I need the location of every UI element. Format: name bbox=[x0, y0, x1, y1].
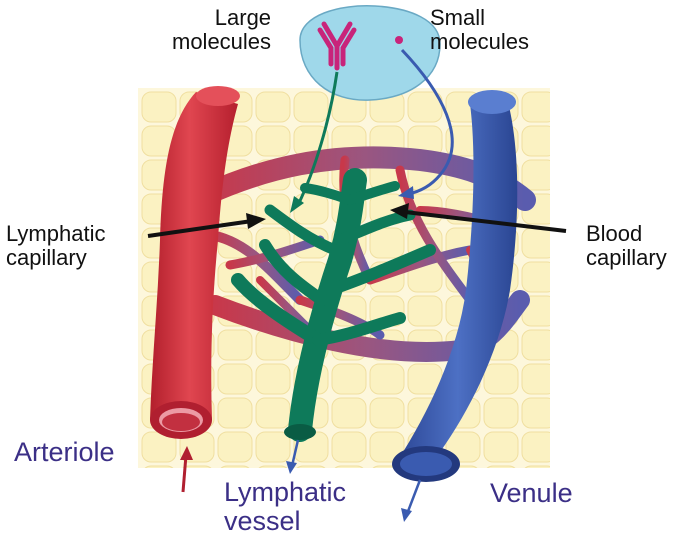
tissue-cell bbox=[255, 397, 291, 429]
venule-label: Venule bbox=[490, 478, 573, 508]
lymphatic-vessel-label-line2: vessel bbox=[224, 506, 301, 537]
blood-capillary-label-line2: capillary bbox=[586, 244, 667, 270]
tissue-cell bbox=[334, 465, 364, 468]
tissue-cell bbox=[521, 261, 550, 293]
tissue-cell bbox=[521, 227, 550, 259]
tissue-cell bbox=[331, 363, 367, 395]
small-molecule-arrow bbox=[398, 48, 454, 199]
lymph-outflow-arrow bbox=[286, 439, 300, 474]
lymphatic-capillary-label-line2: capillary bbox=[6, 244, 87, 270]
small-molecule-dot-icon bbox=[395, 36, 403, 44]
tissue-cell bbox=[483, 363, 519, 395]
tissue-cell bbox=[331, 397, 367, 429]
large-molecules-label: Large molecules bbox=[172, 6, 271, 54]
lymphatic-vessel-label: Lymphatic vessel bbox=[224, 477, 347, 537]
tissue-cell bbox=[217, 329, 253, 361]
tissue-cell bbox=[296, 465, 326, 468]
lymphatic-network bbox=[231, 168, 436, 442]
tissue-cell bbox=[217, 363, 253, 395]
tissue-cell bbox=[521, 159, 550, 191]
blood-capillary-label-line1: Blood bbox=[586, 221, 643, 246]
lymphatic-capillary-label-line1: Lymphatic bbox=[6, 221, 106, 246]
tissue-cell bbox=[331, 431, 367, 463]
tissue-cell bbox=[182, 465, 212, 468]
tissue-cell bbox=[483, 397, 519, 429]
arteriole-inflow-arrow bbox=[180, 446, 193, 493]
tissue-cell bbox=[255, 363, 291, 395]
tissue-cell bbox=[521, 91, 550, 123]
tissue-cell bbox=[486, 465, 516, 468]
lymphatic-vessel-label-line1: Lymphatic bbox=[224, 477, 347, 507]
small-molecules-label-line1: Small bbox=[430, 5, 486, 30]
tissue-cell bbox=[258, 465, 288, 468]
tissue-cell bbox=[521, 125, 550, 157]
large-molecules-label-line2: molecules bbox=[172, 28, 272, 54]
large-molecule-arrow bbox=[290, 71, 339, 213]
tissue-cell bbox=[144, 465, 174, 468]
tissue-cell bbox=[293, 91, 329, 123]
tissue-cell bbox=[141, 91, 177, 123]
large-molecules-label-line1: Large bbox=[214, 5, 272, 30]
molecule-bubble bbox=[299, 5, 441, 101]
venule-vessel bbox=[392, 90, 518, 482]
arteriole-label: Arteriole bbox=[14, 437, 115, 467]
tissue-cell bbox=[369, 431, 405, 463]
tissue-cell bbox=[255, 91, 291, 123]
tissue-cell bbox=[521, 431, 550, 463]
small-molecules-label-line2: molecules bbox=[430, 28, 530, 54]
tissue-cell bbox=[524, 465, 550, 468]
small-molecules-label: Small molecules bbox=[430, 6, 529, 54]
tissue-cell bbox=[369, 397, 405, 429]
tissue-cell bbox=[407, 295, 443, 327]
tissue-cell bbox=[255, 431, 291, 463]
tissue-cell bbox=[217, 431, 253, 463]
venule-outflow-arrow bbox=[401, 479, 422, 522]
tissue-cell bbox=[220, 465, 250, 468]
tissue-cell bbox=[369, 363, 405, 395]
tissue-cell bbox=[293, 193, 329, 225]
tissue-cell bbox=[521, 363, 550, 395]
blood-capillary-pointer bbox=[390, 203, 567, 233]
arteriole-vessel bbox=[150, 86, 240, 439]
tissue-cell bbox=[521, 329, 550, 361]
tissue-cell bbox=[255, 125, 291, 157]
tissue-cell bbox=[369, 227, 405, 259]
blood-capillary-label: Blood capillary bbox=[586, 222, 667, 270]
lymphatic-capillary-pointer bbox=[147, 213, 266, 238]
antibody-molecule-icon bbox=[317, 21, 357, 71]
tissue-cell bbox=[483, 431, 519, 463]
lymphatic-capillary-label: Lymphatic capillary bbox=[6, 222, 105, 270]
tissue-cell bbox=[217, 397, 253, 429]
tissue-cell bbox=[521, 397, 550, 429]
